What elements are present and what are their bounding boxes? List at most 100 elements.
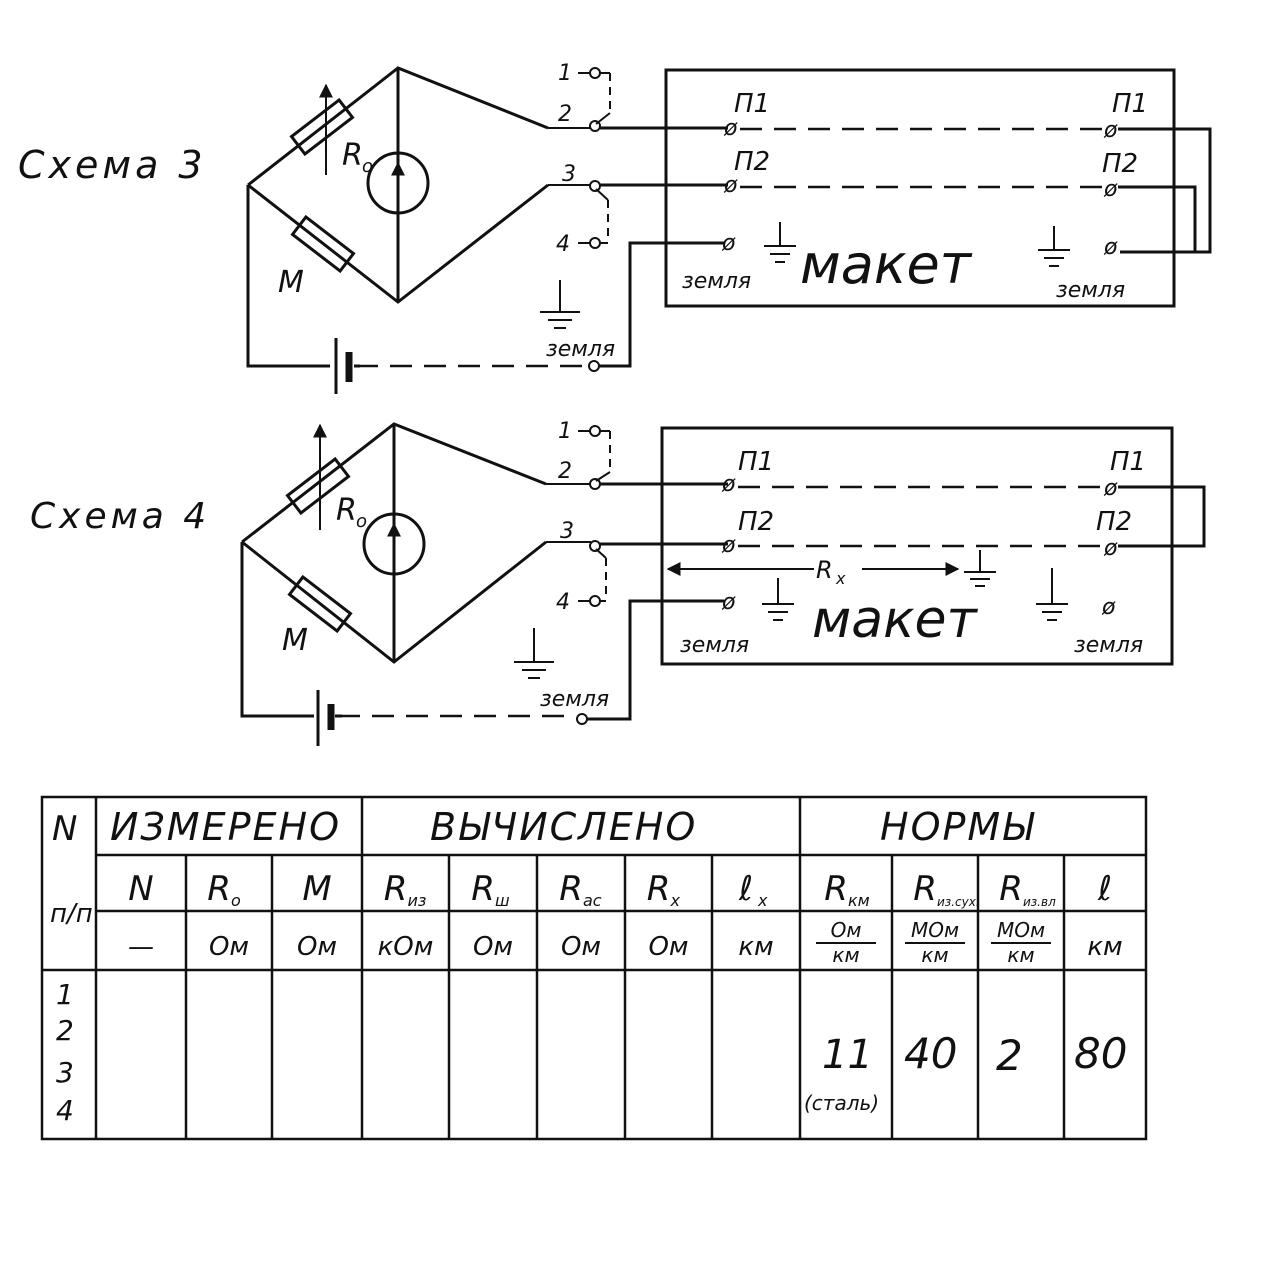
header-measured: ИЗМЕРЕНО [110, 805, 341, 849]
column-unit: Ом [209, 932, 249, 962]
bridge-4 [240, 422, 547, 718]
column-unit: Ом [473, 932, 513, 962]
column-symbol: R [384, 869, 408, 909]
svg-text:R: R [336, 493, 357, 528]
svg-text:M: M [282, 623, 308, 658]
svg-text:2: 2 [558, 459, 572, 484]
svg-text:1: 1 [56, 978, 74, 1011]
header-computed: ВЫЧИСЛЕНО [430, 805, 697, 849]
column-symbol: R [647, 869, 671, 909]
svg-text:ø: ø [721, 590, 736, 615]
column-unit: км [1087, 932, 1122, 962]
scheme-4-title: Схема 4 [30, 496, 210, 537]
svg-text:ø: ø [1103, 235, 1118, 260]
column-symbol: R [207, 869, 231, 909]
svg-text:ø: ø [721, 472, 736, 497]
column-unit-numerator: МОм [911, 918, 959, 942]
galvanometer-3 [366, 151, 430, 215]
svg-text:П1: П1 [734, 89, 770, 119]
scheme-3-title: Схема 3 [18, 143, 207, 187]
svg-text:ø: ø [1103, 476, 1118, 501]
svg-text:ø: ø [1103, 536, 1118, 561]
column-symbol: R [471, 869, 495, 909]
ground-symbol-4: земля [514, 628, 609, 712]
svg-text:1: 1 [558, 61, 572, 86]
svg-text:o: o [362, 156, 373, 177]
column-unit-denominator: км [1007, 943, 1034, 967]
scheme-3: Схема 3 R o M [18, 61, 1212, 394]
column-subscript: o [231, 891, 241, 910]
svg-text:земля: земля [1074, 633, 1143, 658]
galvanometer-4 [362, 512, 426, 576]
svg-text:3: 3 [562, 162, 576, 187]
switch-3: 1 2 3 4 [548, 61, 728, 257]
svg-text:1: 1 [558, 419, 572, 444]
svg-text:R: R [342, 138, 363, 173]
column-unit-denominator: км [921, 943, 948, 967]
svg-text:П1: П1 [738, 447, 774, 477]
svg-text:o: o [356, 511, 367, 532]
svg-text:П2: П2 [1102, 149, 1138, 179]
svg-text:макет: макет [812, 590, 978, 650]
column-symbol: M [302, 869, 331, 909]
column-subscript: из.вл [1023, 895, 1056, 909]
svg-text:земля: земля [1056, 278, 1125, 303]
svg-text:x: x [835, 569, 846, 588]
svg-text:ø: ø [1103, 118, 1118, 143]
column-symbol: R [913, 869, 937, 909]
column-subscript: из [408, 891, 427, 910]
svg-text:(сталь): (сталь) [804, 1091, 879, 1115]
column-subscript: км [848, 891, 870, 910]
svg-text:П2: П2 [734, 147, 770, 177]
svg-text:3: 3 [56, 1056, 74, 1089]
svg-text:П1: П1 [1112, 89, 1148, 119]
bridge-3 [246, 66, 549, 368]
column-unit-numerator: МОм [997, 918, 1045, 942]
variable-resistor-r0-4: R o [285, 423, 367, 532]
column-unit: Ом [648, 932, 688, 962]
column-symbol: R [559, 869, 583, 909]
svg-text:R: R [816, 556, 833, 584]
column-unit: Ом [297, 932, 337, 962]
column-symbol: ℓ [738, 869, 753, 909]
svg-text:4: 4 [556, 590, 570, 615]
svg-text:3: 3 [560, 519, 574, 544]
svg-text:земля: земля [682, 269, 751, 294]
ground-symbol-3: земля [540, 280, 615, 362]
svg-text:2: 2 [56, 1014, 74, 1047]
svg-text:2: 2 [996, 1031, 1023, 1080]
maket-box-4: П1 П2 П1 П2 øøø øøø R x [660, 426, 1206, 666]
maket-box-3: П1 П2 П1 П2 øøø øøø макет земля земля [664, 68, 1212, 308]
svg-text:П1: П1 [1110, 447, 1146, 477]
header-np: п/п [50, 899, 93, 929]
battery-3 [334, 241, 724, 394]
scheme-4: Схема 4 R o M [30, 419, 1206, 746]
column-subscript: из.сух. [937, 895, 980, 909]
header-norms: НОРМЫ [880, 805, 1035, 849]
svg-text:ø: ø [721, 533, 736, 558]
svg-text:земля: земля [540, 687, 609, 712]
column-subscript: ш [495, 891, 510, 910]
svg-text:ø: ø [1101, 595, 1116, 620]
column-symbol: ℓ [1097, 869, 1112, 909]
column-symbol: R [999, 869, 1023, 909]
battery-4 [316, 599, 724, 746]
column-subscript: x [757, 891, 768, 910]
resistor-m-4: M [282, 574, 353, 658]
svg-text:40: 40 [904, 1029, 957, 1078]
variable-resistor-r0-3: R o [289, 83, 373, 177]
row-numbers: 1 2 3 4 [56, 978, 74, 1127]
switch-4: 1 2 3 4 [546, 419, 728, 615]
column-unit-numerator: Ом [831, 918, 862, 942]
svg-text:П2: П2 [738, 507, 774, 537]
header-n: N [52, 809, 77, 849]
svg-text:ø: ø [723, 116, 738, 141]
svg-text:80: 80 [1074, 1029, 1127, 1078]
svg-text:11: 11 [822, 1032, 873, 1078]
svg-text:2: 2 [558, 102, 572, 127]
column-subscript: x [670, 891, 681, 910]
column-unit: кОм [378, 932, 434, 962]
svg-text:M: M [278, 265, 304, 300]
